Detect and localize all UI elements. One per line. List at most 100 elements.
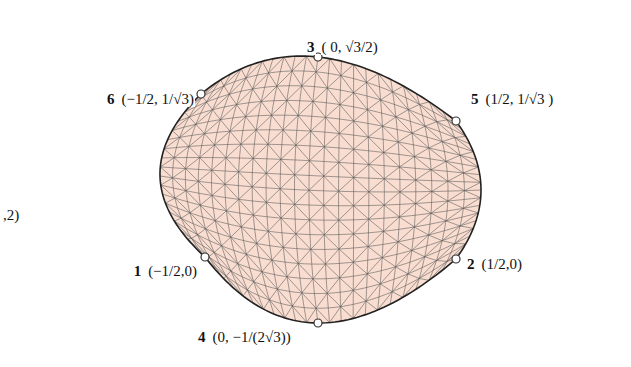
mesh-line	[354, 178, 369, 192]
mesh-line	[311, 131, 325, 147]
mesh-line	[200, 158, 212, 171]
mesh-line	[191, 235, 197, 239]
mesh-line	[237, 89, 253, 105]
mesh-line	[437, 120, 447, 122]
mesh-line	[369, 205, 385, 219]
mesh-line	[354, 149, 369, 164]
mesh-line	[353, 247, 368, 263]
mesh-line	[354, 219, 369, 234]
coordinate-label: ,2)	[2, 207, 20, 224]
mesh-line	[431, 161, 446, 169]
mesh-line	[396, 117, 412, 133]
mesh-line	[262, 272, 277, 289]
mesh-line	[224, 86, 229, 94]
mesh-line	[313, 88, 327, 101]
mesh-line	[184, 112, 189, 117]
mesh-line	[425, 126, 442, 141]
mesh-line	[354, 137, 369, 149]
mesh-line	[324, 162, 339, 176]
mesh-line	[412, 133, 429, 148]
mesh-line	[215, 145, 226, 158]
mesh-line	[180, 137, 189, 146]
mesh-line	[204, 134, 214, 145]
mesh-line	[414, 227, 428, 235]
mesh-line	[353, 274, 367, 290]
mesh-line	[455, 243, 466, 244]
mesh-line	[252, 187, 266, 203]
mesh-line	[241, 215, 253, 227]
mesh-line	[398, 242, 412, 251]
mesh-line	[432, 192, 448, 202]
mesh-line	[262, 61, 268, 73]
mesh-line	[252, 173, 266, 186]
mesh-line	[277, 71, 292, 86]
mesh-line	[198, 170, 211, 181]
mesh-line	[425, 122, 437, 127]
mesh-line	[298, 249, 310, 263]
mesh-line	[284, 57, 292, 71]
mesh-line	[341, 76, 354, 93]
mesh-line	[339, 149, 354, 162]
mesh-line	[281, 218, 296, 234]
coordinate-label: (1/2,0)	[481, 256, 523, 273]
mesh-line	[253, 202, 266, 215]
mesh-line	[239, 187, 252, 200]
mesh-line	[172, 131, 180, 138]
coordinate-label: (1/2, 1/√3 )	[485, 91, 555, 108]
mesh-line	[292, 71, 302, 86]
mesh-line	[354, 110, 368, 121]
mesh-line	[446, 221, 460, 226]
mesh-line	[206, 221, 216, 229]
mesh-line	[316, 293, 327, 308]
coordinate-label: (−1/2, 1/√3)	[120, 91, 195, 108]
mesh-line	[369, 192, 384, 205]
mesh-line	[200, 195, 212, 205]
mesh-line	[226, 199, 238, 210]
mesh-line	[214, 246, 221, 253]
callout-number: 3	[306, 39, 316, 56]
mesh-line	[295, 175, 309, 190]
mesh-line	[429, 142, 443, 148]
mesh-line	[339, 234, 353, 249]
mesh-line	[448, 181, 465, 190]
mesh-line	[324, 176, 339, 191]
mesh-line	[262, 260, 272, 272]
mesh-line	[268, 231, 283, 247]
mesh-line	[416, 204, 431, 214]
mesh-line	[241, 130, 256, 144]
mesh-line	[325, 249, 339, 264]
mesh-line	[198, 181, 212, 195]
mesh-line	[272, 100, 287, 115]
mesh-line	[225, 184, 239, 199]
mesh-line	[184, 86, 465, 137]
mesh-line	[200, 145, 215, 158]
mesh-line	[354, 82, 367, 92]
mesh-line	[180, 124, 196, 137]
mesh-line	[277, 86, 287, 100]
surface-outline	[160, 56, 481, 323]
mesh-line	[392, 292, 403, 298]
mesh-line	[189, 146, 200, 157]
mesh-line	[296, 234, 311, 249]
vertex-marker	[314, 319, 322, 327]
mesh-line	[425, 241, 442, 257]
mesh-line	[368, 247, 382, 258]
mesh-line	[382, 242, 398, 258]
mesh-line	[463, 198, 480, 209]
mesh-line	[247, 282, 253, 290]
mesh-line	[366, 284, 380, 301]
mesh-line	[327, 76, 341, 88]
mesh-line	[239, 158, 253, 171]
mesh-line	[213, 94, 230, 110]
mesh-line	[380, 267, 395, 284]
mesh-line	[325, 264, 339, 278]
mesh-line	[246, 117, 257, 130]
mesh-lines	[160, 56, 481, 323]
mesh-line	[174, 158, 185, 169]
mesh-line	[302, 279, 313, 293]
mesh-line	[268, 130, 283, 144]
mesh-line	[408, 274, 419, 279]
mesh-line	[416, 192, 432, 204]
mesh-line	[237, 105, 246, 117]
mesh-line	[295, 190, 309, 204]
